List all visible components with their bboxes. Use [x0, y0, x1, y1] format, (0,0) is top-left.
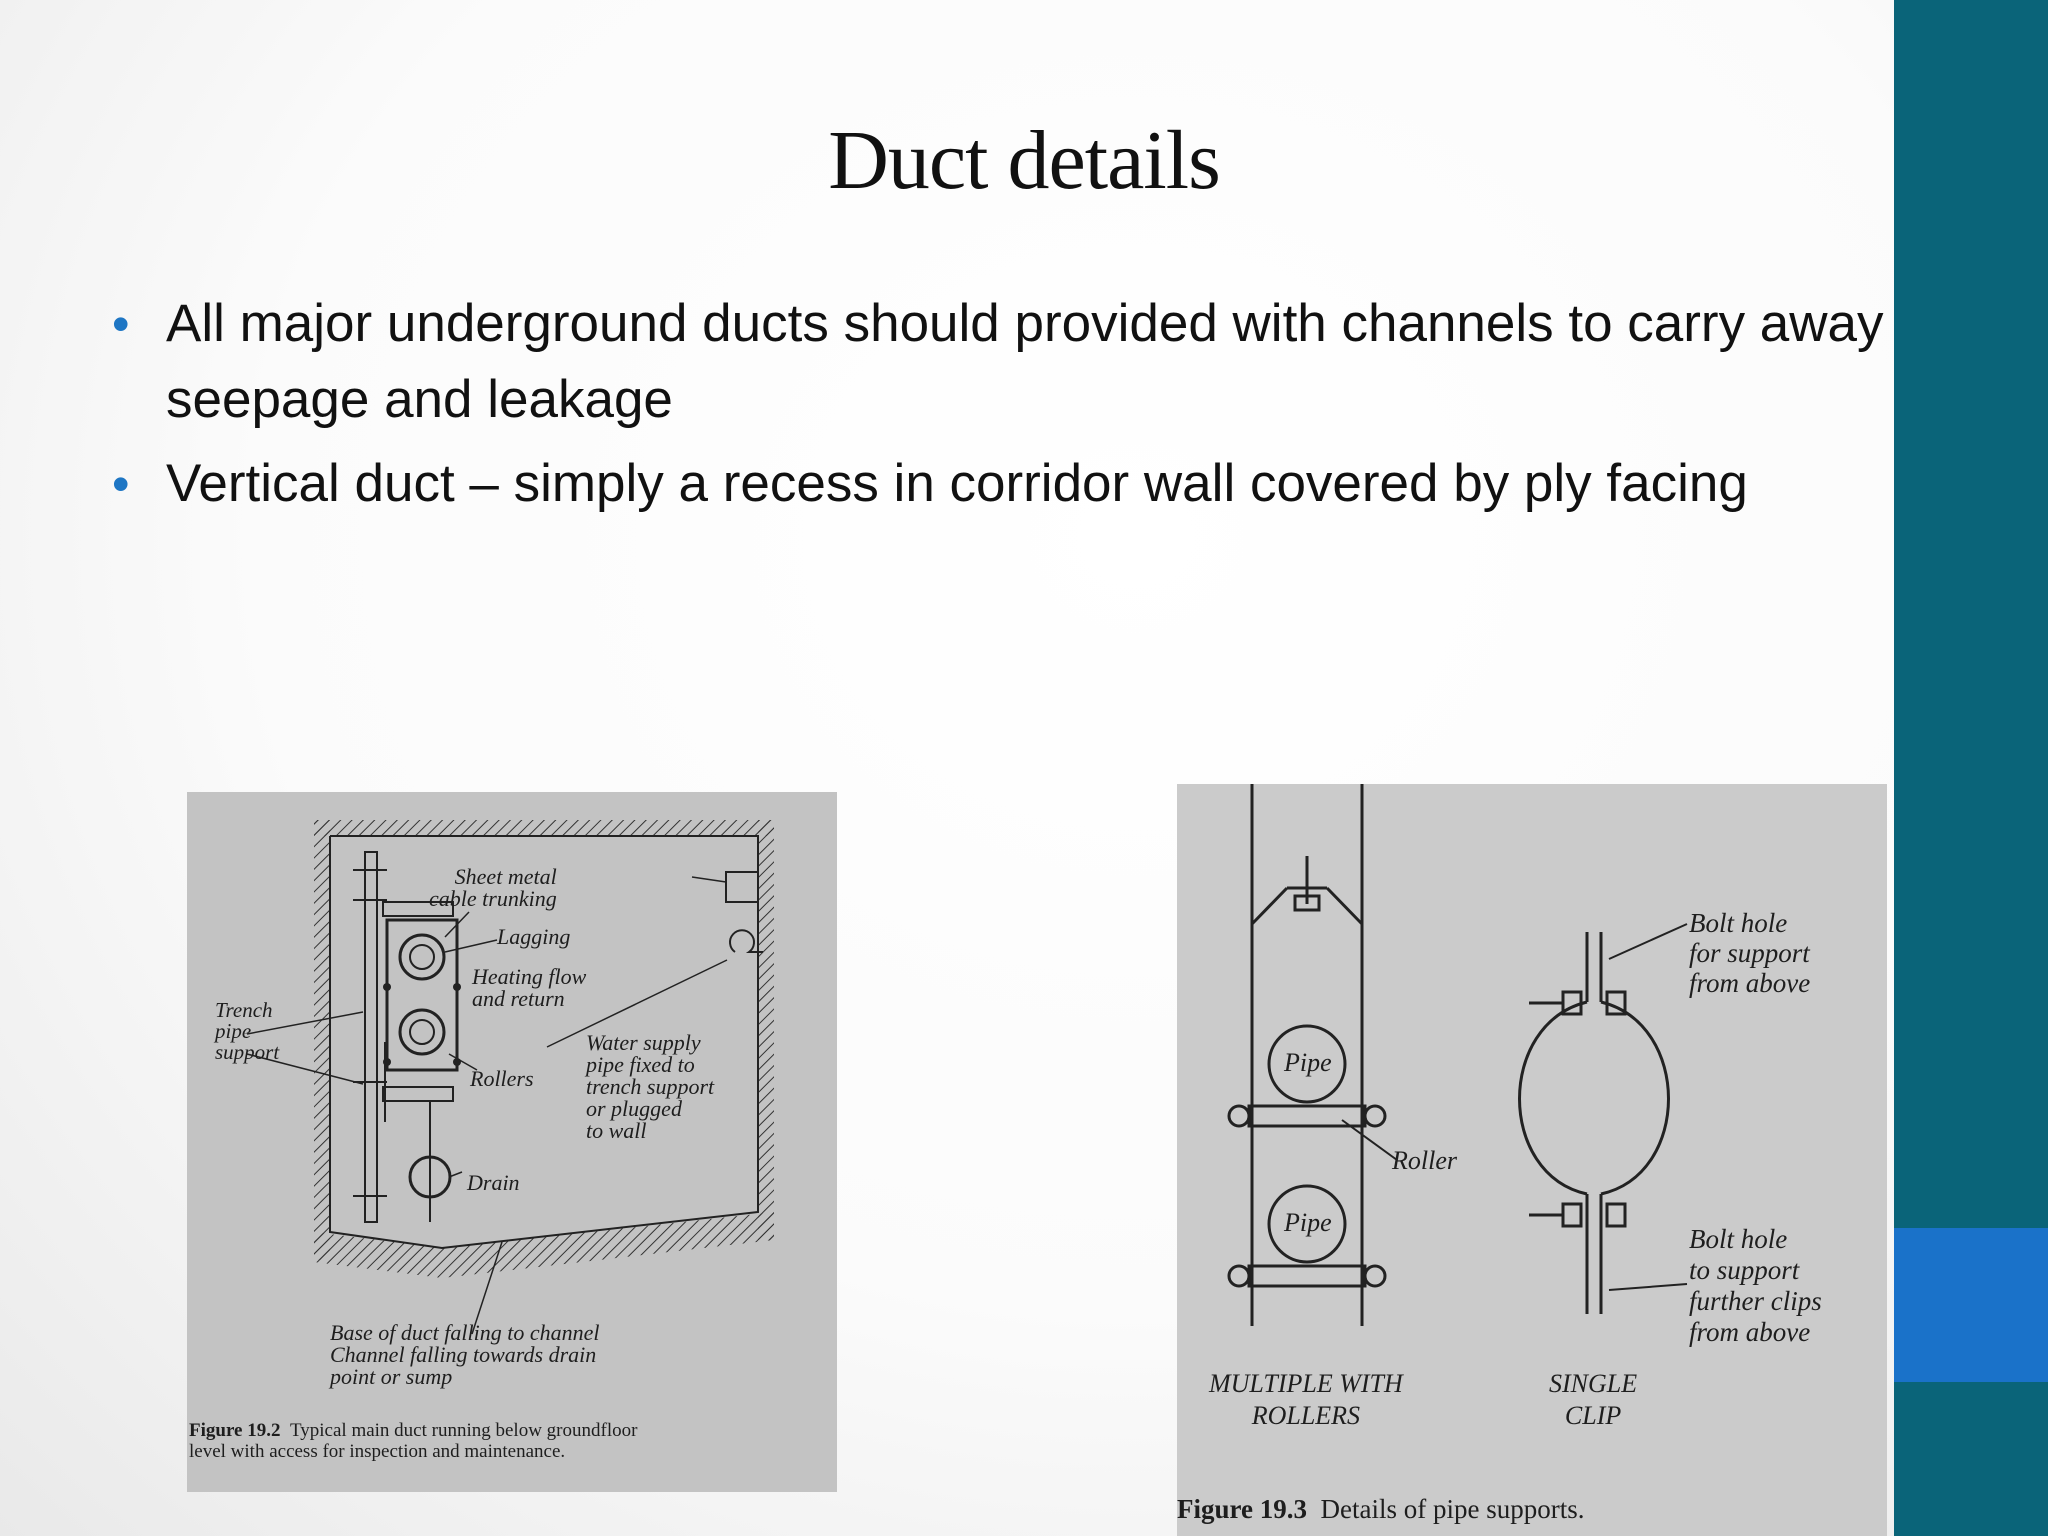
bullet-item: • All major underground ducts should prov…	[112, 286, 1902, 438]
bullet-text: All major underground ducts should provi…	[166, 294, 1884, 429]
bullet-icon: •	[112, 296, 130, 352]
label-base: Base of duct falling to channel Channel …	[330, 1320, 600, 1389]
label-multiple-rollers: MULTIPLE WITH ROLLERS	[1209, 1369, 1403, 1430]
label-pipe-bottom: Pipe	[1284, 1208, 1332, 1237]
label-water: Water supply pipe fixed to trench suppor…	[586, 1030, 715, 1143]
caption-number: Figure 19.3	[1177, 1494, 1307, 1524]
figure-caption: Figure 19.3 Details of pipe supports.	[1177, 1494, 1584, 1525]
figure-caption: Figure 19.2 Typical main duct running be…	[189, 1420, 637, 1462]
figure-duct-drawing: Sheet metal cable trunking Lagging Heati…	[187, 792, 837, 1492]
duct-line-drawing	[246, 820, 774, 1335]
label-single-clip: SINGLE CLIP	[1549, 1369, 1638, 1430]
caption-text: Typical main duct running below groundfl…	[189, 1420, 638, 1462]
slide-title: Duct details	[828, 114, 1221, 207]
label-heating: Heating flow and return	[472, 964, 587, 1011]
bullet-icon: •	[112, 456, 130, 512]
label-bolt-hole-bottom: Bolt hole to support further clips from …	[1689, 1224, 1822, 1347]
label-drain: Drain	[467, 1170, 520, 1195]
side-accent-block	[1894, 1228, 2048, 1382]
pipe-support-drawing	[1227, 784, 1688, 1326]
label-trench: Trench pipe support	[215, 998, 280, 1064]
bullet-item: • Vertical duct – simply a recess in corr…	[112, 446, 1902, 522]
figure-pipe-supports: Pipe Pipe Roller Bolt hole for support f…	[1177, 784, 1887, 1536]
label-bolt-hole-top: Bolt hole for support from above	[1689, 908, 1811, 998]
label-roller: Roller	[1392, 1146, 1457, 1175]
label-lagging: Lagging	[497, 924, 571, 949]
caption-text: Details of pipe supports.	[1320, 1494, 1585, 1524]
bullet-list: • All major underground ducts should prov…	[112, 286, 1902, 530]
bullet-text: Vertical duct – simply a recess in corri…	[166, 454, 1748, 513]
label-rollers: Rollers	[470, 1066, 534, 1091]
label-pipe-top: Pipe	[1284, 1048, 1332, 1077]
caption-number: Figure 19.2	[189, 1420, 281, 1441]
label-sheet-metal: Sheet metal cable trunking	[429, 864, 557, 911]
